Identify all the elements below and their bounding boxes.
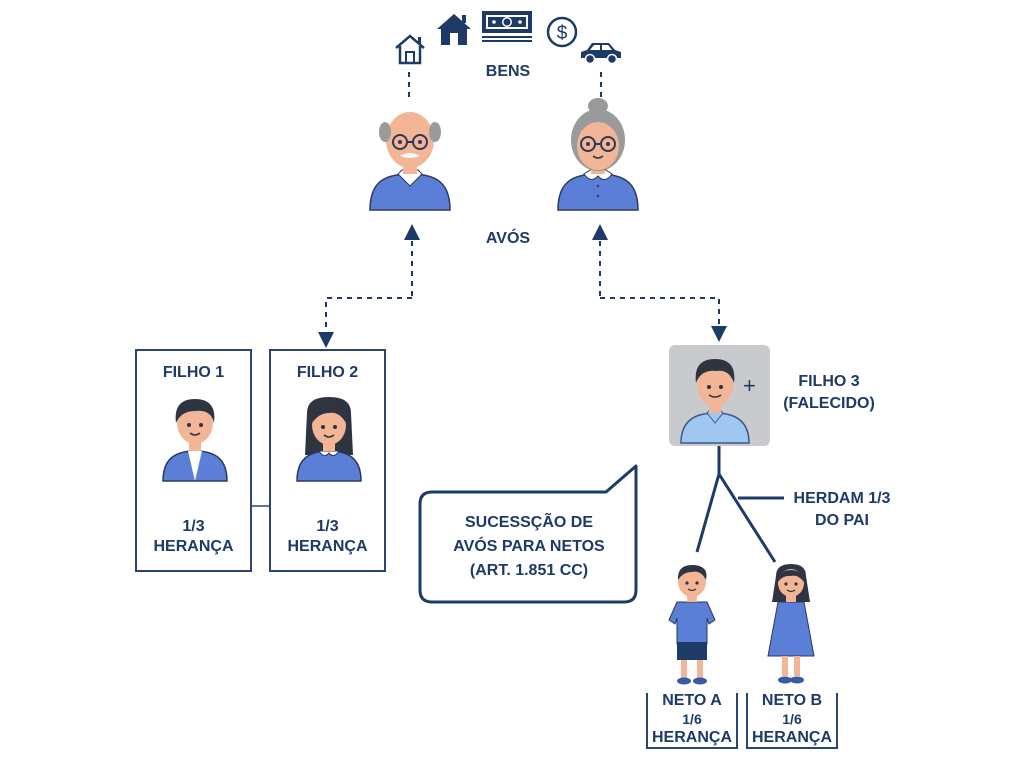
filho1-avatar bbox=[162, 399, 228, 482]
callout-line2: AVÓS PARA NETOS bbox=[453, 538, 605, 555]
grandmother-avatar bbox=[557, 98, 639, 211]
filho2-avatar bbox=[296, 397, 362, 482]
grandchild-name: NETO B bbox=[761, 692, 823, 709]
filho3-name: FILHO 3 bbox=[798, 373, 860, 390]
neto-b-avatar bbox=[767, 564, 815, 684]
grandchild-card-neto-a: NETO A 1/6 HERANÇA bbox=[646, 692, 738, 749]
child-name: FILHO 2 bbox=[296, 364, 359, 381]
grandchild-share-label: HERANÇA bbox=[752, 729, 832, 746]
arrow-to-filho3 bbox=[600, 297, 727, 342]
svg-text:$: $ bbox=[557, 23, 568, 44]
callout-line3: (ART. 1.851 CC) bbox=[469, 562, 589, 579]
child-share: 1/3 bbox=[316, 518, 339, 535]
child-card-filho2: FILHO 2 1/3 HERANÇA bbox=[269, 349, 386, 572]
house-outline-icon bbox=[395, 34, 425, 65]
filho3-card: + bbox=[669, 345, 770, 446]
callout-line1: SUCESSÇÃO DE bbox=[464, 514, 594, 531]
filho3-status: (FALECIDO) bbox=[783, 395, 875, 412]
filho3-branch bbox=[695, 446, 777, 563]
house-filled-icon bbox=[437, 14, 471, 45]
neto-a-avatar bbox=[668, 564, 716, 685]
child-share-label: HERANÇA bbox=[153, 538, 234, 555]
grandparents-label: AVÓS bbox=[485, 230, 531, 247]
banknote-icon bbox=[482, 11, 532, 42]
grandfather-avatar bbox=[369, 112, 451, 211]
grandchild-share: 1/6 bbox=[782, 711, 802, 727]
inherit-note-line2: DO PAI bbox=[815, 512, 869, 529]
grandchild-card-neto-b: NETO B 1/6 HERANÇA bbox=[746, 692, 838, 749]
dollar-coin-icon: $ bbox=[546, 16, 578, 48]
child-share-label: HERANÇA bbox=[287, 538, 368, 555]
arrow-to-filho2 bbox=[318, 297, 412, 348]
filho3-avatar bbox=[680, 359, 750, 444]
child-name: FILHO 1 bbox=[162, 364, 225, 381]
assets-label: BENS bbox=[485, 63, 531, 80]
grandchild-share: 1/6 bbox=[682, 711, 702, 727]
grandchild-share-label: HERANÇA bbox=[652, 729, 732, 746]
car-icon bbox=[581, 43, 621, 65]
callout-bubble bbox=[418, 464, 638, 604]
grandchild-name: NETO A bbox=[662, 692, 722, 709]
deceased-cross-icon: + bbox=[743, 373, 756, 398]
child-card-filho1: FILHO 1 1/3 HERANÇA bbox=[135, 349, 252, 572]
child-share: 1/3 bbox=[182, 518, 205, 535]
inherit-note-line1: HERDAM 1/3 bbox=[793, 490, 891, 507]
